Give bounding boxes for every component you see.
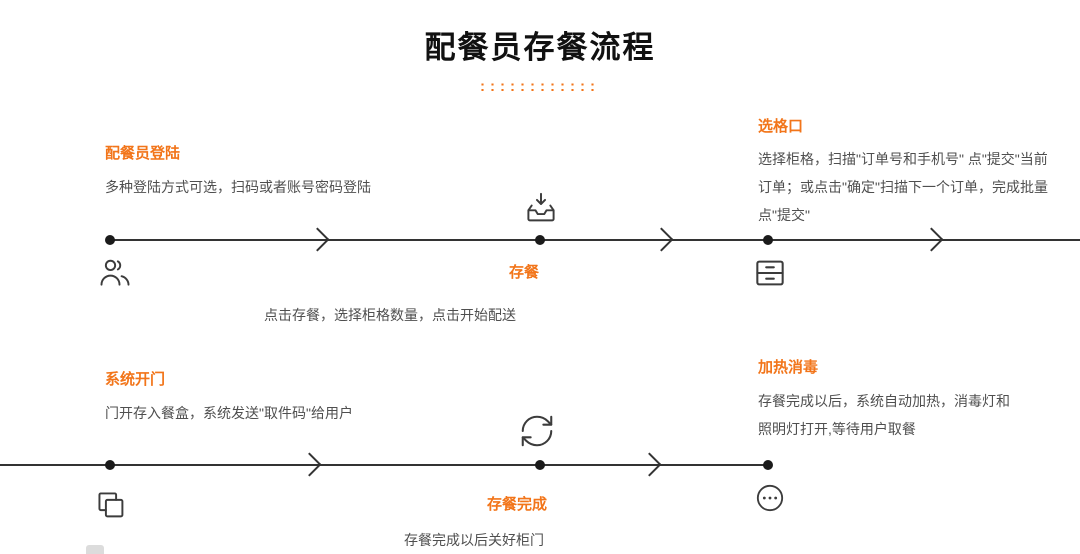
step-description-store-meal: 点击存餐，选择柜格数量，点击开始配送 [264, 307, 516, 323]
arrow-right-icon [919, 227, 944, 252]
inbox-download-icon [523, 189, 559, 225]
timeline-node-dot [763, 460, 773, 470]
timeline-node-dot [535, 235, 545, 245]
step-title-store-done: 存餐完成 [487, 496, 548, 513]
step-title-choose-slot: 选格口 [758, 118, 804, 135]
step-title-login: 配餐员登陆 [105, 145, 181, 162]
step-description-choose-slot: 选择柜格，扫描"订单号和手机号" 点"提交"当前订单；或点击"确定"扫描下一个订… [758, 151, 1048, 223]
step-description-heat-sterilize: 存餐完成以后，系统自动加热，消毒灯和照明灯打开,等待用户取餐 [758, 393, 1010, 437]
divider-dots-decoration: :::::::::::: [480, 78, 600, 95]
timeline-node-dot [763, 235, 773, 245]
cropped-edge-fragment [86, 545, 104, 554]
step-description-store-done: 存餐完成以后关好柜门 [404, 532, 544, 548]
step-title-door-open: 系统开门 [105, 371, 166, 388]
timeline-node-dot [105, 460, 115, 470]
timeline-row1-line [110, 239, 1080, 241]
arrow-right-icon [297, 452, 322, 477]
timeline-node-dot [535, 460, 545, 470]
timeline-node-dot [105, 235, 115, 245]
users-icon [97, 254, 133, 290]
step-title-heat-sterilize: 加热消毒 [758, 359, 819, 376]
step-description-login: 多种登陆方式可选，扫码或者账号密码登陆 [105, 179, 371, 195]
cabinet-icon [751, 254, 789, 292]
step-title-store-meal: 存餐 [509, 264, 540, 281]
timeline-row2-line [0, 464, 768, 466]
arrow-right-icon [305, 227, 330, 252]
page-title: 配餐员存餐流程 [424, 30, 656, 65]
refresh-icon [518, 412, 556, 450]
arrow-right-icon [649, 227, 674, 252]
arrow-right-icon [637, 452, 662, 477]
copy-icon [93, 487, 129, 523]
step-description-door-open: 门开存入餐盒，系统发送"取件码"给用户 [105, 405, 353, 421]
more-icon [753, 481, 787, 515]
